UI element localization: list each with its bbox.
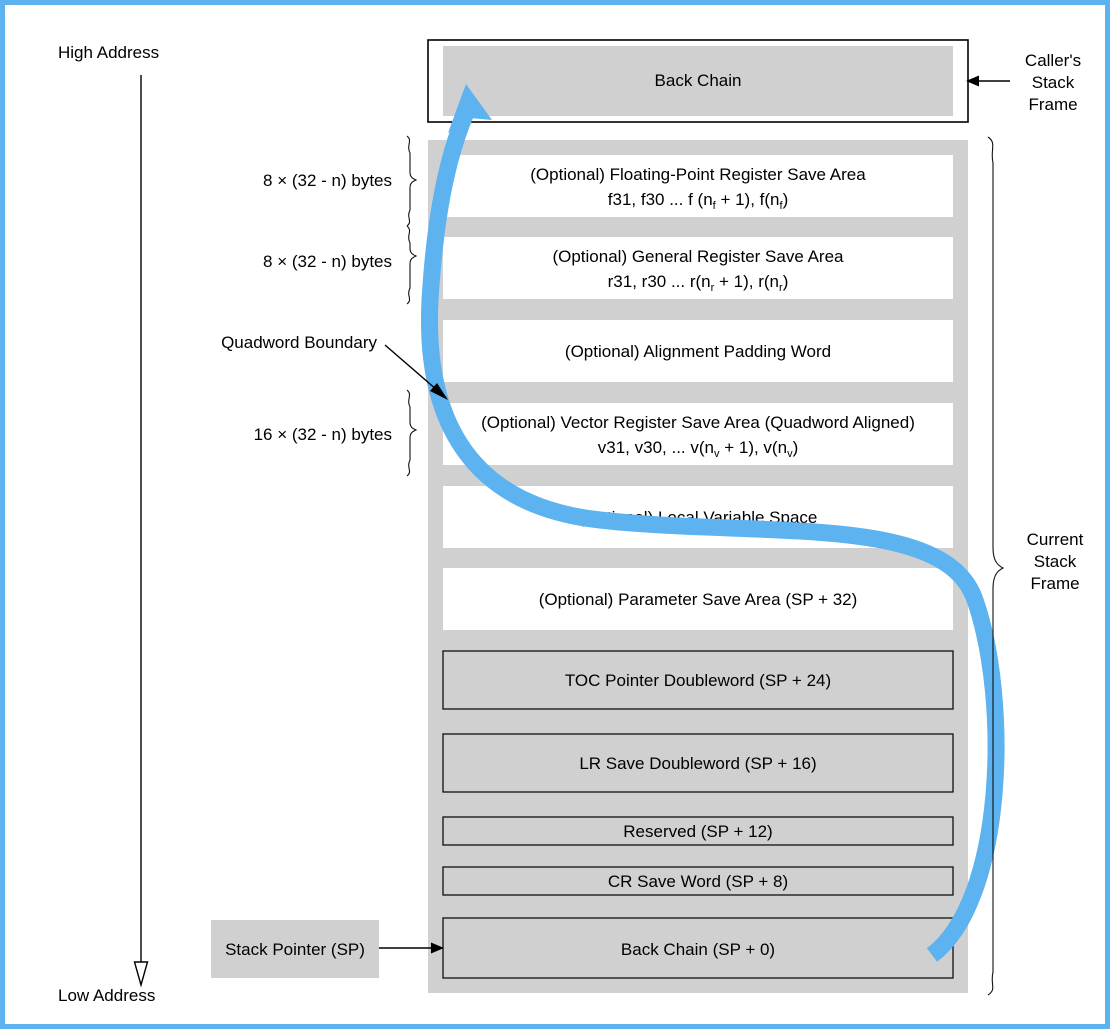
- row-reserved: Reserved (SP + 12): [442, 816, 954, 846]
- row-toc-pointer-doubleword: TOC Pointer Doubleword (SP + 24): [442, 650, 954, 710]
- row-alignment-padding-word-box: [443, 320, 953, 382]
- row-lr-save-doubleword-box: [442, 733, 954, 793]
- row-lr-save-doubleword-line1: LR Save Doubleword (SP + 16): [579, 754, 816, 773]
- row-toc-pointer-doubleword-line1: TOC Pointer Doubleword (SP + 24): [565, 671, 831, 690]
- quadword-boundary-arrowhead: [430, 383, 448, 400]
- quadword-boundary-pointer: [384, 344, 448, 400]
- callers-frame-back-chain-label: Back Chain: [655, 71, 742, 90]
- callers-stack-frame: Back Chain: [427, 39, 969, 123]
- row-fp-register-save-area: (Optional) Floating-Point Register Save …: [443, 155, 953, 217]
- row-vector-register-save-area-line1: (Optional) Vector Register Save Area (Qu…: [481, 413, 915, 432]
- row-toc-pointer-doubleword-box: [442, 650, 954, 710]
- size-brace-gr: [406, 225, 418, 305]
- row-parameter-save-area: (Optional) Parameter Save Area (SP + 32): [443, 568, 953, 630]
- row-cr-save-word-box: [442, 866, 954, 896]
- stack-pointer-arrowhead: [431, 942, 444, 954]
- current-frame-label-line-2: Stack: [1034, 552, 1077, 571]
- row-reserved-line1: Reserved (SP + 12): [623, 822, 772, 841]
- quadword-boundary-line: [384, 344, 438, 391]
- row-vector-register-save-area-box: [443, 403, 953, 465]
- row-fp-register-save-area-box: [443, 155, 953, 217]
- row-back-chain-sp0-box: [442, 917, 954, 979]
- back-chain-link-ribbon: [420, 84, 1005, 962]
- current-frame-label-line-3: Frame: [1030, 574, 1079, 593]
- size-brace-fp: [406, 135, 418, 227]
- row-general-register-save-area: (Optional) General Register Save Area r3…: [443, 237, 953, 299]
- callers-frame-label-line-1: Caller's: [1025, 51, 1081, 70]
- row-back-chain-sp0-line1: Back Chain (SP + 0): [621, 940, 775, 959]
- size-brace-vr-label: 16 × (32 - n) bytes: [254, 425, 392, 444]
- stack-pointer-callout: Stack Pointer (SP): [211, 920, 444, 978]
- row-general-register-save-area-line1: (Optional) General Register Save Area: [552, 247, 844, 266]
- current-frame-brace: [987, 136, 1005, 996]
- callers-frame-label-line-3: Frame: [1028, 95, 1077, 114]
- row-reserved-box: [442, 816, 954, 846]
- row-alignment-padding-word: (Optional) Alignment Padding Word: [443, 320, 953, 382]
- address-axis-arrowhead: [133, 961, 149, 988]
- row-lr-save-doubleword: LR Save Doubleword (SP + 16): [442, 733, 954, 793]
- row-alignment-padding-word-line1: (Optional) Alignment Padding Word: [565, 342, 831, 361]
- row-parameter-save-area-line1: (Optional) Parameter Save Area (SP + 32): [539, 590, 858, 609]
- row-general-register-save-area-box: [443, 237, 953, 299]
- address-axis: [133, 75, 149, 988]
- size-brace-vr: [406, 389, 418, 477]
- low-address-label: Low Address: [58, 986, 155, 1005]
- size-brace-gr-label: 8 × (32 - n) bytes: [263, 252, 392, 271]
- row-general-register-save-area-line2: r31, r30 ... r(nr + 1), r(nr): [608, 272, 789, 294]
- callers-frame-label-line-2: Stack: [1032, 73, 1075, 92]
- row-back-chain-sp0: Back Chain (SP + 0): [442, 917, 954, 979]
- row-cr-save-word-line1: CR Save Word (SP + 8): [608, 872, 788, 891]
- callers-frame-callout-arrowhead: [966, 75, 979, 87]
- back-chain-ribbon-path: [420, 96, 1005, 962]
- callers-frame-callout: [966, 75, 1010, 87]
- row-fp-register-save-area-line1: (Optional) Floating-Point Register Save …: [530, 165, 866, 184]
- stack-pointer-label: Stack Pointer (SP): [225, 940, 365, 959]
- high-address-label: High Address: [58, 43, 159, 62]
- current-frame-label-line-1: Current: [1027, 530, 1084, 549]
- quadword-boundary-label: Quadword Boundary: [221, 333, 377, 352]
- row-vector-register-save-area-line2: v31, v30, ... v(nv + 1), v(nv): [598, 438, 798, 460]
- callers-frame-back-chain-box: [443, 46, 953, 116]
- row-fp-register-save-area-line2: f31, f30 ... f (nf + 1), f(nf): [608, 190, 788, 212]
- size-brace-fp-label: 8 × (32 - n) bytes: [263, 171, 392, 190]
- row-vector-register-save-area: (Optional) Vector Register Save Area (Qu…: [443, 403, 953, 465]
- row-parameter-save-area-box: [443, 568, 953, 630]
- stack-pointer-box: [211, 920, 379, 978]
- row-cr-save-word: CR Save Word (SP + 8): [442, 866, 954, 896]
- back-chain-ribbon-arrowhead: [448, 84, 492, 133]
